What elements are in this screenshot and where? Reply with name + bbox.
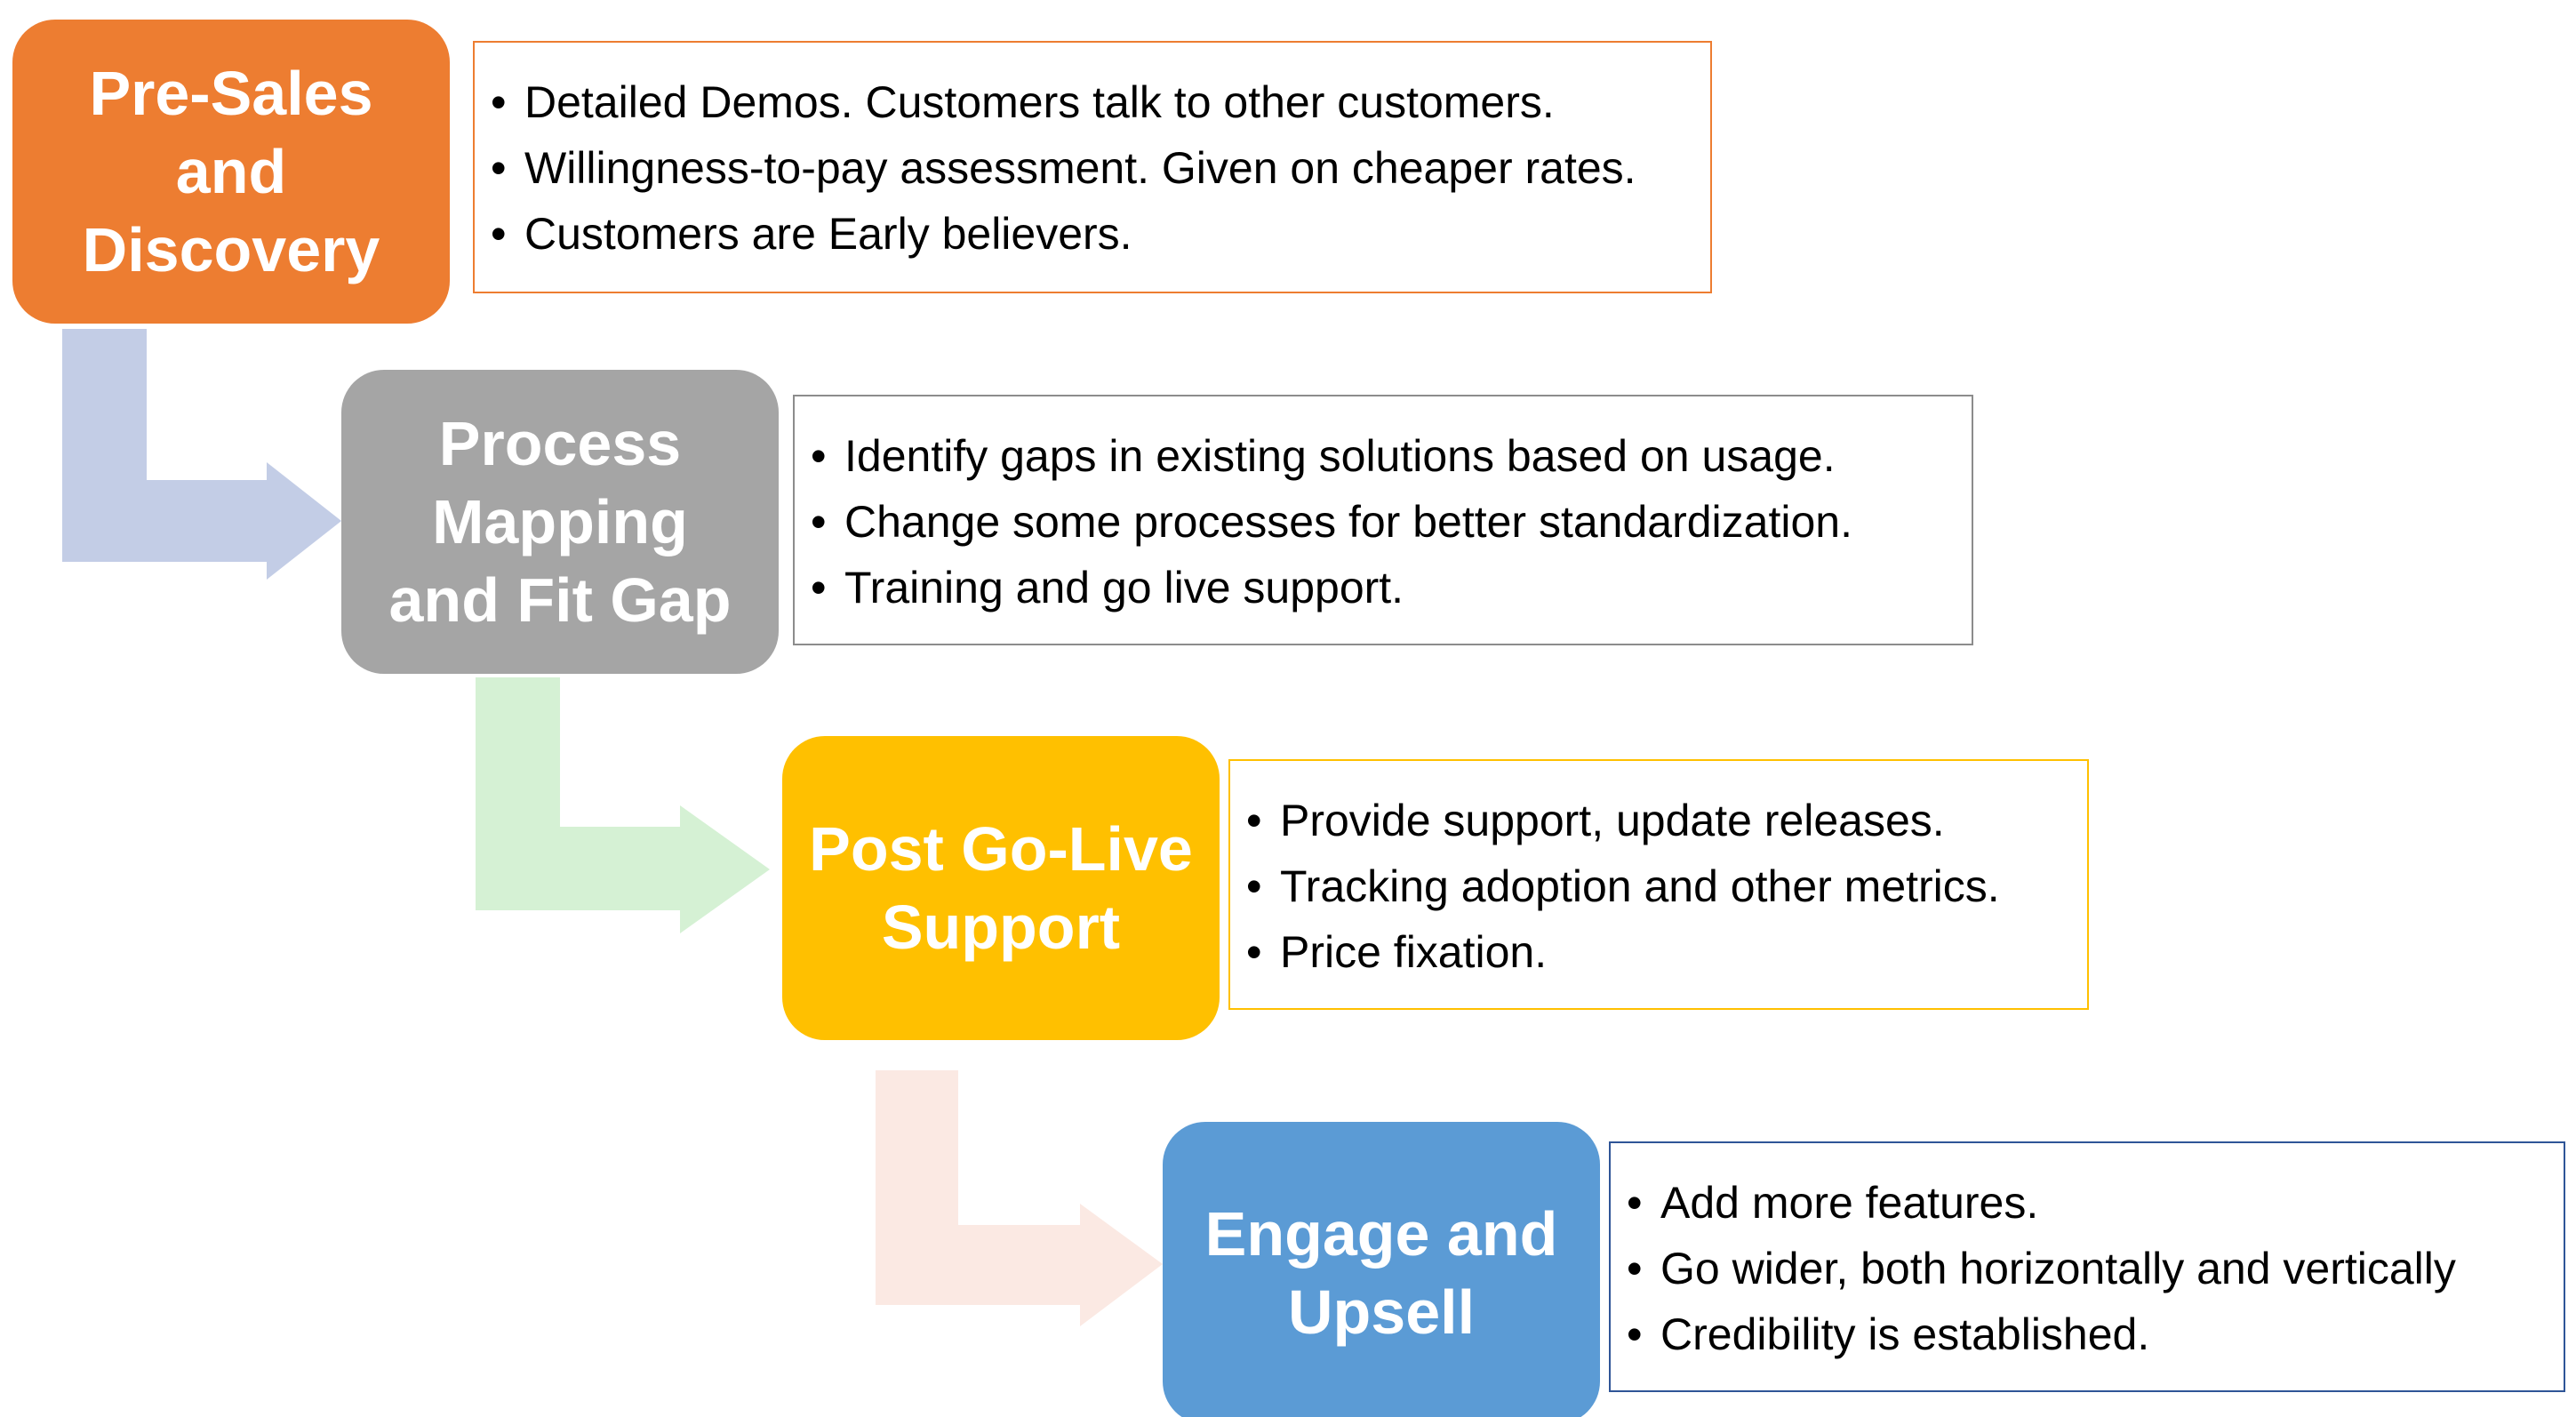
description-box-engage-upsell: • Add more features. • Go wider, both hori… [1609,1141,2565,1392]
bullet-icon: • [491,77,507,127]
stage-post-go-live-support: Post Go-Live Support [782,736,1220,1040]
bullet-item: • Change some processes for better standa… [811,489,1950,555]
bullet-item: • Detailed Demos. Customers talk to other… [491,69,1689,135]
bullet-icon: • [1627,1244,1643,1293]
connector-arrow-1 [62,329,341,580]
stage-pre-sales-discovery: Pre-Sales and Discovery [12,20,450,324]
bullet-list: • Identify gaps in existing solutions bas… [811,423,1950,620]
bullet-icon: • [491,143,507,193]
stage-title: Process Mapping and Fit Gap [388,409,732,635]
bullet-icon: • [1246,861,1262,911]
description-box-process-mapping: • Identify gaps in existing solutions bas… [793,395,1973,645]
stage-engage-upsell: Engage and Upsell [1163,1122,1600,1417]
bullet-item: • Add more features. [1627,1170,2542,1236]
bullet-item: • Price fixation. [1246,919,2066,985]
bullet-icon: • [811,563,827,612]
bullet-icon: • [1627,1178,1643,1228]
stage-title: Post Go-Live Support [809,814,1193,962]
bullet-item: • Willingness-to-pay assessment. Given on… [491,135,1689,201]
bullet-text: Customers are Early believers. [524,209,1132,259]
bullet-icon: • [811,431,827,481]
bullet-list: • Detailed Demos. Customers talk to other… [491,69,1689,267]
bullet-item: • Tracking adoption and other metrics. [1246,853,2066,919]
bullet-text: Detailed Demos. Customers talk to other … [524,77,1555,127]
bullet-text: Tracking adoption and other metrics. [1280,861,2000,911]
bullet-icon: • [1246,927,1262,977]
stage-title: Pre-Sales and Discovery [82,59,380,284]
bullet-icon: • [1246,796,1262,845]
bullet-icon: • [1627,1309,1643,1359]
stage-title: Engage and Upsell [1204,1199,1558,1347]
bullet-list: • Provide support, update releases. • Trac… [1246,788,2066,985]
bullet-text: Go wider, both horizontally and vertical… [1660,1244,2456,1293]
bullet-item: • Credibility is established. [1627,1301,2542,1367]
bullet-item: • Provide support, update releases. [1246,788,2066,853]
bullet-text: Training and go live support. [844,563,1404,612]
bullet-icon: • [811,497,827,547]
bullet-text: Willingness-to-pay assessment. Given on … [524,143,1636,193]
bullet-text: Add more features. [1660,1178,2039,1228]
bullet-text: Provide support, update releases. [1280,796,1945,845]
description-box-post-go-live: • Provide support, update releases. • Trac… [1228,759,2089,1010]
description-box-pre-sales: • Detailed Demos. Customers talk to other… [473,41,1712,293]
connector-arrow-2 [476,677,770,933]
connector-arrow-3 [876,1070,1163,1326]
bullet-item: • Customers are Early believers. [491,201,1689,267]
bullet-text: Identify gaps in existing solutions base… [844,431,1836,481]
bullet-text: Change some processes for better standar… [844,497,1852,547]
bullet-item: • Go wider, both horizontally and vertica… [1627,1236,2542,1301]
bullet-icon: • [491,209,507,259]
bullet-list: • Add more features. • Go wider, both hori… [1627,1170,2542,1367]
bullet-item: • Training and go live support. [811,555,1950,620]
bullet-text: Credibility is established. [1660,1309,2150,1359]
bullet-text: Price fixation. [1280,927,1548,977]
stage-process-mapping: Process Mapping and Fit Gap [341,370,779,674]
bullet-item: • Identify gaps in existing solutions bas… [811,423,1950,489]
